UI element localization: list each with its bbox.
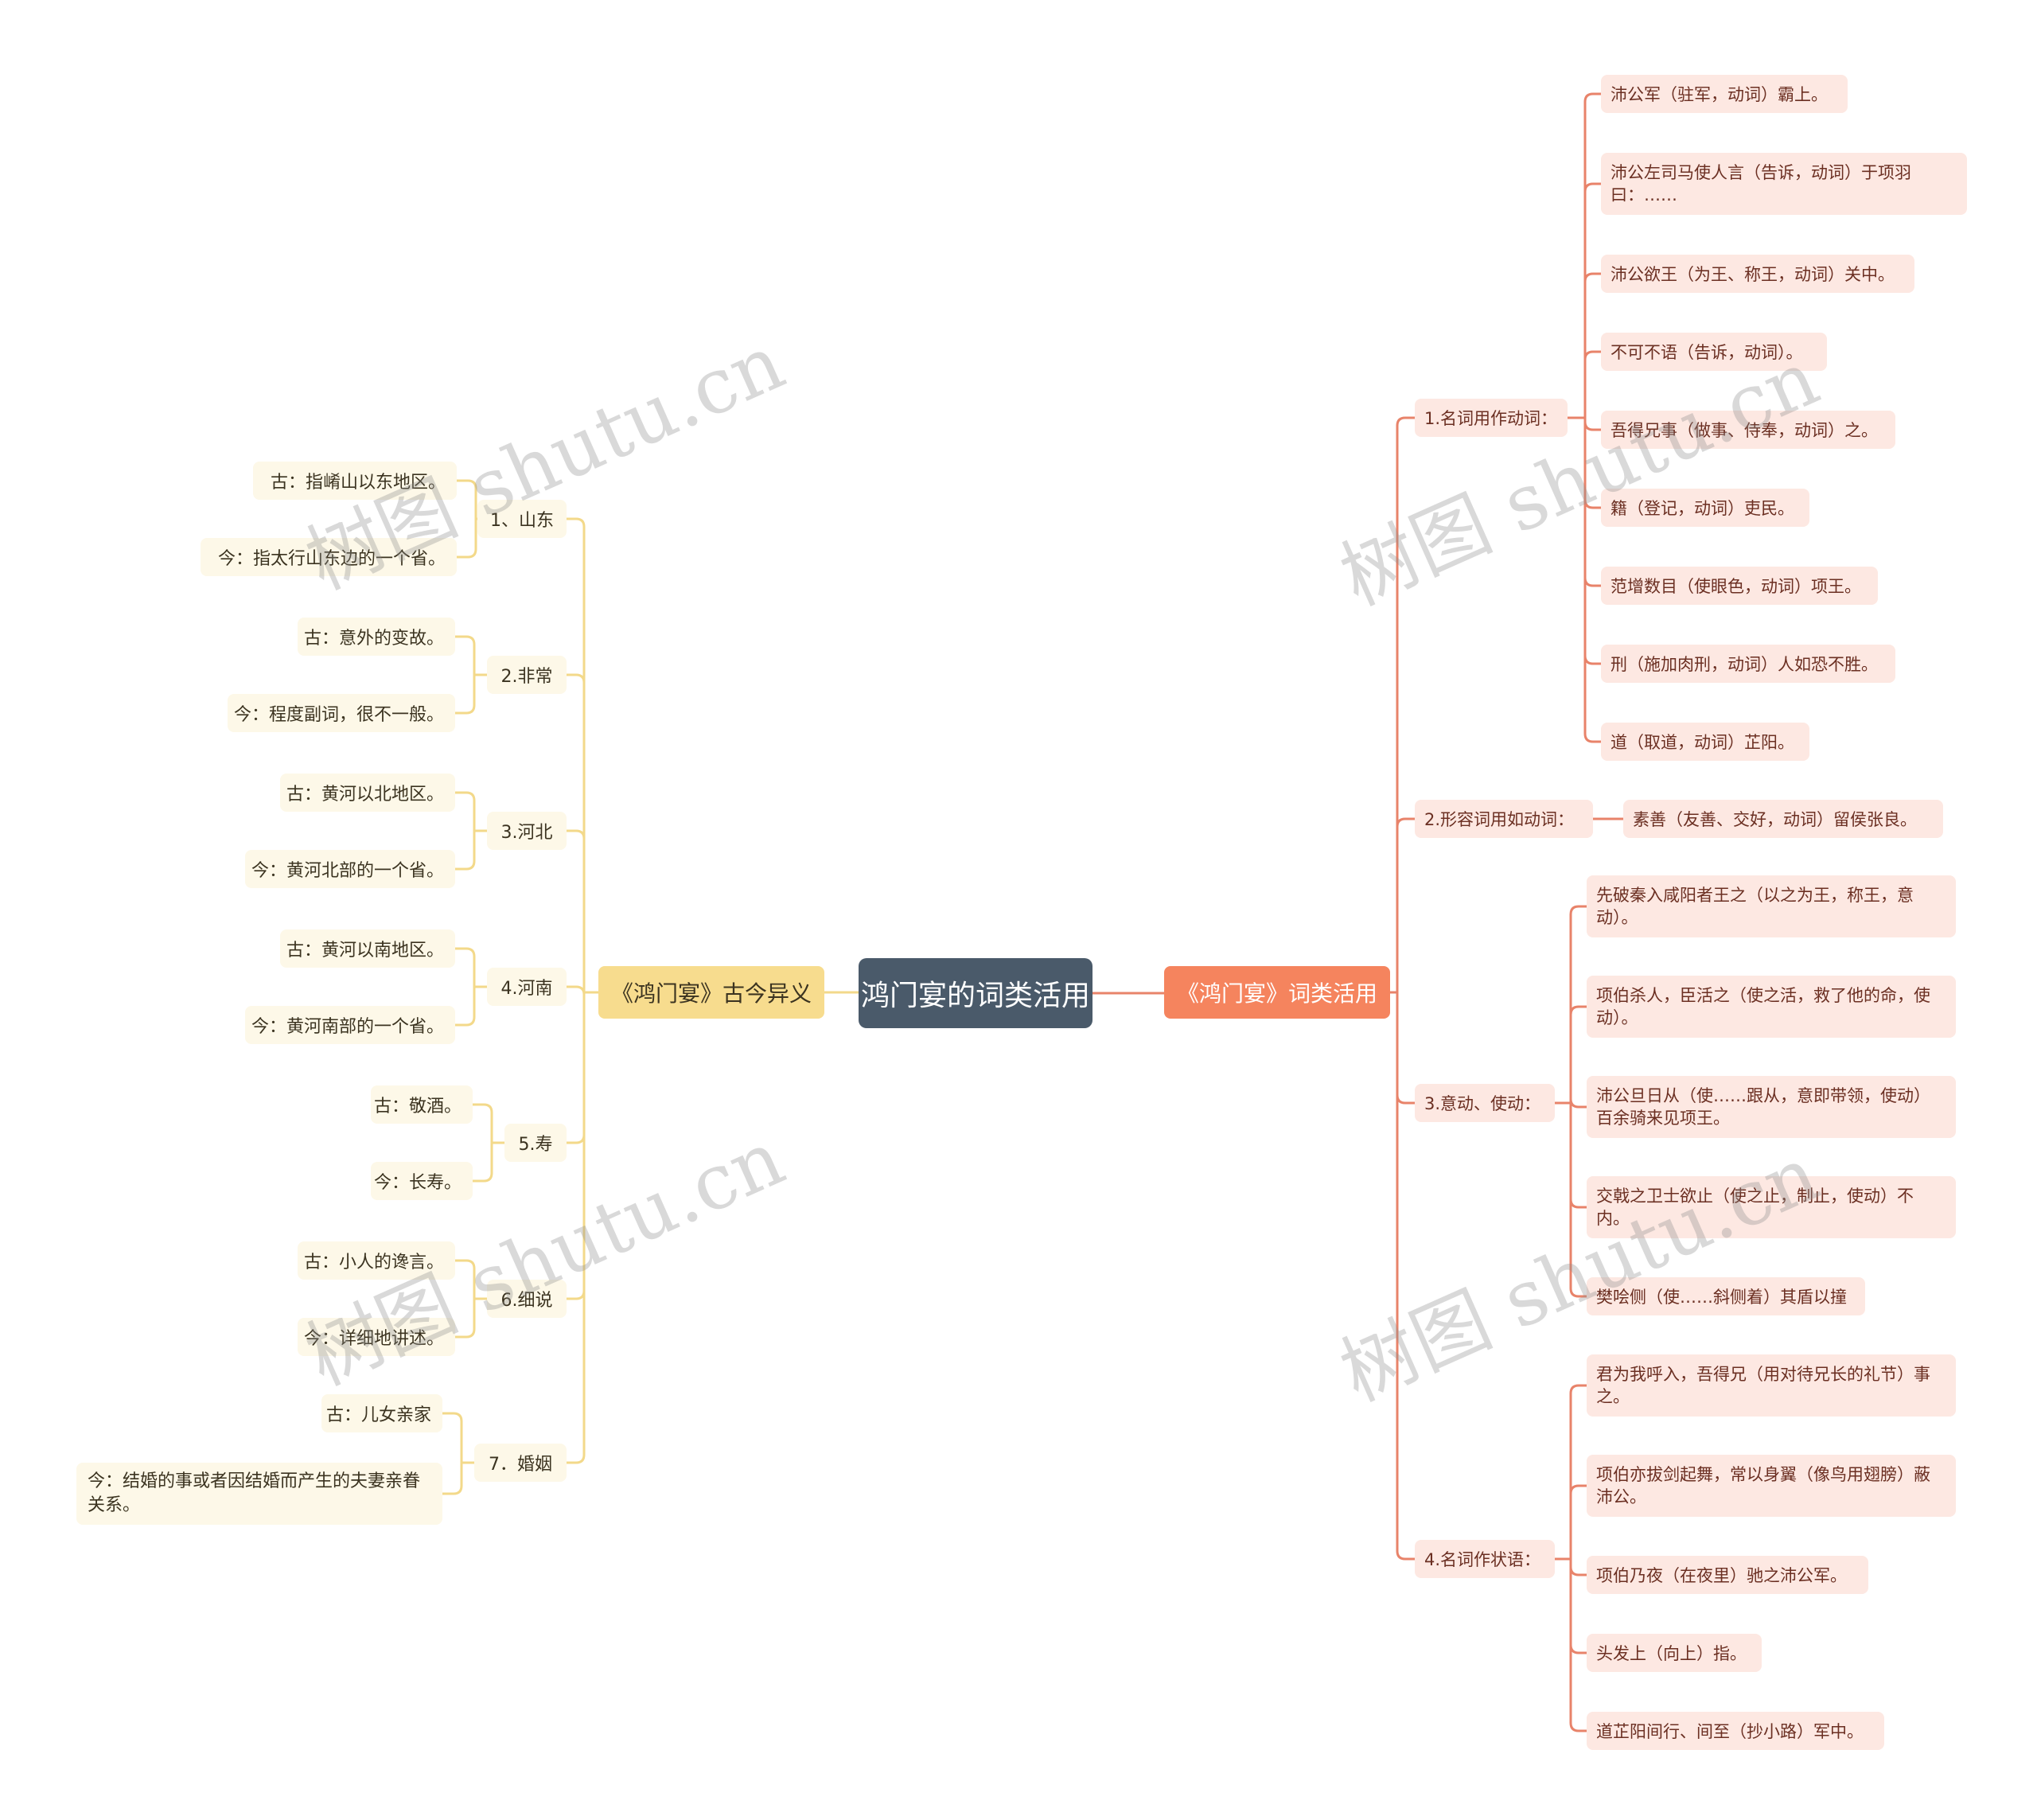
- right-leaf-1-3[interactable]: 沛公欲王（为王、称王，动词）关中。: [1601, 255, 1914, 293]
- connector-line: [1396, 992, 1415, 1105]
- connector-line: [1569, 1484, 1587, 1559]
- connector-line: [1396, 416, 1415, 992]
- connector-line: [1569, 1098, 1587, 1109]
- connector-line: [567, 992, 586, 1144]
- root-topic[interactable]: 鸿门宴的词类活用: [859, 958, 1093, 1028]
- left-item-5[interactable]: 5.寿: [504, 1124, 567, 1162]
- right-leaf-1-8[interactable]: 刑（施加肉刑，动词）人如恐不胜。: [1601, 645, 1895, 683]
- left-leaf-3-ancient[interactable]: 古：黄河以北地区。: [280, 774, 455, 812]
- right-leaf-4-4[interactable]: 头发上（向上）指。: [1587, 1634, 1762, 1672]
- connector-line: [455, 1259, 476, 1299]
- left-leaf-1-modern[interactable]: 今：指太行山东边的一个省。: [201, 538, 457, 576]
- left-leaf-6-modern[interactable]: 今：详细地讲述。: [298, 1318, 455, 1356]
- right-leaf-2-1[interactable]: 素善（友善、交好，动词）留侯张良。: [1623, 800, 1943, 838]
- connector-line: [1583, 418, 1601, 587]
- left-item-7[interactable]: 7．婚姻: [474, 1444, 567, 1482]
- left-item-4[interactable]: 4.河南: [487, 968, 567, 1006]
- connector-line: [455, 987, 476, 1027]
- left-item-6[interactable]: 6.细说: [487, 1280, 567, 1318]
- connector-line: [1583, 182, 1601, 418]
- connector-line: [442, 1463, 463, 1495]
- connector-line: [442, 1412, 463, 1463]
- connector-line: [473, 1143, 493, 1183]
- right-group-4[interactable]: 4.名词作状语：: [1415, 1540, 1555, 1578]
- connector-line: [1396, 817, 1415, 992]
- branch-ancient-modern-meaning[interactable]: 《鸿门宴》古今异义: [598, 966, 824, 1019]
- connector-line: [567, 985, 586, 996]
- right-leaf-1-6[interactable]: 籍（登记，动词）吏民。: [1601, 489, 1809, 527]
- right-leaf-4-5[interactable]: 道芷阳间行、间至（抄小路）军中。: [1587, 1712, 1884, 1750]
- left-item-1[interactable]: 1、山东: [477, 500, 567, 538]
- right-leaf-1-7[interactable]: 范增数目（使眼色，动词）项王。: [1601, 567, 1878, 605]
- connector-line: [1583, 272, 1601, 418]
- connector-line: [1583, 350, 1601, 418]
- connector-line: [1583, 418, 1601, 431]
- connector-line: [473, 1103, 493, 1143]
- connector-line: [1569, 1559, 1587, 1576]
- connector-line: [1569, 905, 1587, 1103]
- connector-line: [1569, 1384, 1587, 1559]
- connector-line: [457, 479, 477, 519]
- left-item-3[interactable]: 3.河北: [487, 812, 567, 850]
- connector-line: [567, 992, 586, 1300]
- left-leaf-6-ancient[interactable]: 古：小人的谗言。: [298, 1241, 455, 1280]
- right-leaf-3-1[interactable]: 先破秦入咸阳者王之（以之为王，称王，意动）。: [1587, 875, 1956, 937]
- connector-line: [1583, 418, 1601, 743]
- right-group-1[interactable]: 1.名词用作动词：: [1415, 399, 1568, 437]
- right-leaf-1-5[interactable]: 吾得兄事（做事、侍奉，动词）之。: [1601, 411, 1895, 449]
- left-leaf-5-ancient[interactable]: 古：敬酒。: [371, 1085, 473, 1124]
- connector-line: [1583, 418, 1601, 665]
- connector-line: [1569, 1005, 1587, 1103]
- left-leaf-7-modern[interactable]: 今：结婚的事或者因结婚而产生的夫妻亲眷关系。: [76, 1463, 442, 1525]
- left-leaf-4-ancient[interactable]: 古：黄河以南地区。: [280, 929, 455, 968]
- left-leaf-2-modern[interactable]: 今：程度副词，很不一般。: [228, 694, 455, 732]
- right-leaf-3-3[interactable]: 沛公旦日从（使……跟从，意即带领，使动）百余骑来见项王。: [1587, 1076, 1956, 1138]
- right-leaf-1-2[interactable]: 沛公左司马使人言（告诉，动词）于项羽曰：……: [1601, 153, 1967, 215]
- right-group-2[interactable]: 2.形容词用如动词：: [1415, 800, 1593, 838]
- connector-line: [455, 635, 476, 675]
- connector-line: [457, 519, 477, 559]
- right-group-3[interactable]: 3.意动、使动：: [1415, 1084, 1555, 1122]
- connector-line: [567, 673, 586, 992]
- left-leaf-1-ancient[interactable]: 古：指崤山以东地区。: [253, 462, 457, 500]
- connector-line: [1569, 1103, 1587, 1298]
- right-leaf-4-2[interactable]: 项伯亦拔剑起舞，常以身翼（像鸟用翅膀）蔽沛公。: [1587, 1455, 1956, 1517]
- left-item-2[interactable]: 2.非常: [487, 656, 567, 694]
- left-leaf-2-ancient[interactable]: 古：意外的变故。: [298, 618, 455, 656]
- connector-line: [567, 517, 586, 992]
- connector-line: [567, 829, 586, 992]
- connector-line: [567, 992, 586, 1464]
- connector-line: [1583, 418, 1601, 509]
- right-leaf-1-4[interactable]: 不可不语（告诉，动词）。: [1601, 333, 1827, 371]
- right-leaf-3-4[interactable]: 交戟之卫士欲止（使之止，制止，使动）不内。: [1587, 1176, 1956, 1238]
- right-leaf-1-9[interactable]: 道（取道，动词）芷阳。: [1601, 723, 1809, 761]
- left-leaf-5-modern[interactable]: 今：长寿。: [371, 1162, 473, 1200]
- connector-line: [455, 831, 476, 871]
- connector-line: [455, 947, 476, 987]
- connector-line: [455, 675, 476, 715]
- connector-line: [1569, 1103, 1587, 1209]
- left-leaf-3-modern[interactable]: 今：黄河北部的一个省。: [245, 850, 455, 888]
- left-leaf-7-ancient[interactable]: 古：儿女亲家: [321, 1394, 442, 1432]
- right-leaf-3-2[interactable]: 项伯杀人，臣活之（使之活，救了他的命，使动）。: [1587, 976, 1956, 1038]
- connector-line: [1583, 92, 1601, 418]
- right-leaf-1-1[interactable]: 沛公军（驻军，动词）霸上。: [1601, 75, 1848, 113]
- right-leaf-3-5[interactable]: 樊哙侧（使……斜侧着）其盾以撞: [1587, 1277, 1865, 1315]
- connector-line: [455, 791, 476, 831]
- branch-part-of-speech-usage[interactable]: 《鸿门宴》词类活用: [1164, 966, 1390, 1019]
- right-leaf-4-1[interactable]: 君为我呼入，吾得兄（用对待兄长的礼节）事之。: [1587, 1354, 1956, 1417]
- left-leaf-4-modern[interactable]: 今：黄河南部的一个省。: [245, 1006, 455, 1044]
- connector-line: [1569, 1559, 1587, 1732]
- connector-line: [1396, 992, 1415, 1561]
- right-leaf-4-3[interactable]: 项伯乃夜（在夜里）驰之沛公军。: [1587, 1556, 1868, 1594]
- connector-line: [455, 1299, 476, 1339]
